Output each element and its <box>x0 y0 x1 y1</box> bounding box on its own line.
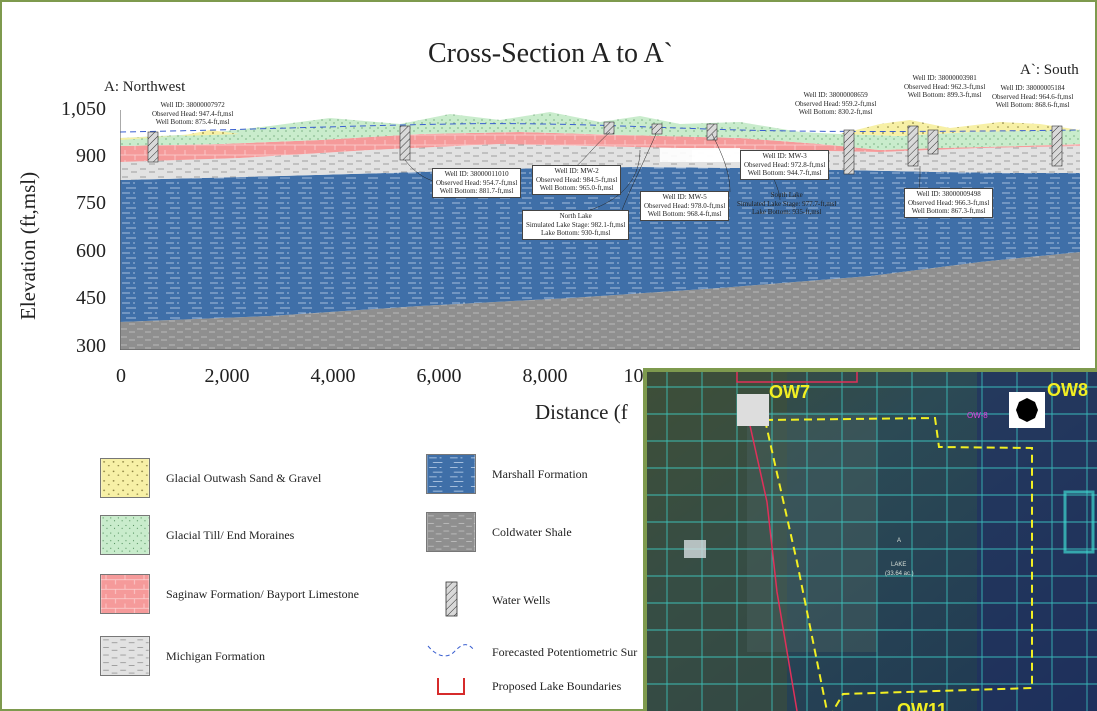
layer-michigan-formation <box>120 144 1080 180</box>
legend-label: Proposed Lake Boundaries <box>492 678 622 693</box>
legend-label: Coldwater Shale <box>492 524 572 539</box>
legend-label: Michigan Formation <box>166 648 265 663</box>
legend-swatch-wells <box>445 581 458 617</box>
legend-label: Saginaw Formation/ Bayport Limestone <box>166 586 359 601</box>
legend-label: Marshall Formation <box>492 466 588 481</box>
legend-swatch-coldwater <box>426 512 476 552</box>
legend-item-till: Glacial Till/ End Moraines <box>100 515 294 555</box>
water-well <box>927 129 939 155</box>
y-axis-title: Elevation (ft,msl) <box>16 171 40 320</box>
legend-label: Water Wells <box>492 592 551 607</box>
legend-item-wells: Water Wells <box>426 580 550 620</box>
legend-item-michigan: Michigan Formation <box>100 636 265 676</box>
water-well <box>651 123 663 135</box>
layer-saginaw-formation <box>120 132 1080 162</box>
legend-swatch-outwash <box>100 458 150 498</box>
water-well <box>843 129 855 175</box>
water-well <box>147 131 159 163</box>
legend-swatch-till <box>100 515 150 555</box>
y-tick: 750 <box>76 192 106 214</box>
legend-label: Glacial Till/ End Moraines <box>166 527 295 542</box>
ow7-marker <box>737 394 769 426</box>
x-tick: 4,000 <box>310 365 356 387</box>
layer-coldwater-shale <box>120 252 1080 350</box>
legend-item-outwash: Glacial Outwash Sand & Gravel <box>100 458 321 498</box>
legend-item-coldwater: Coldwater Shale <box>426 512 572 552</box>
legend-swatch-potentiometric <box>427 644 475 657</box>
x-tick: 6,000 <box>416 365 462 387</box>
legend-item-potentiometric: Forecasted Potentiometric Sur <box>426 632 637 672</box>
lake-area-label: (33.64 ac.) <box>885 571 914 577</box>
lake-label: LAKE <box>891 562 906 568</box>
legend-swatch-saginaw <box>100 574 150 614</box>
corner-label-northwest: A: Northwest <box>104 79 186 95</box>
legend-item-lake: Proposed Lake Boundaries <box>426 666 621 706</box>
y-tick: 600 <box>76 240 106 262</box>
y-tick: 1,050 <box>61 98 106 120</box>
water-well <box>603 121 615 135</box>
ow7-label: OW7 <box>769 382 811 402</box>
layer-glacial-till <box>120 112 1080 150</box>
legend-label: Forecasted Potentiometric Sur <box>492 644 638 659</box>
x-tick: 8,000 <box>522 365 568 387</box>
y-tick: 900 <box>76 145 106 167</box>
legend-swatch-michigan <box>100 636 150 676</box>
legend-item-saginaw: Saginaw Formation/ Bayport Limestone <box>100 574 359 614</box>
ow11-label: OW11 <box>897 700 948 711</box>
legend-swatch-marshall <box>426 454 476 494</box>
x-tick: 2,000 <box>204 365 250 387</box>
water-well <box>706 123 718 141</box>
cross-section-plot <box>120 110 1080 350</box>
y-tick: 450 <box>76 287 106 309</box>
water-well <box>399 125 411 161</box>
water-well <box>907 125 919 167</box>
legend-item-marshall: Marshall Formation <box>426 454 588 494</box>
x-axis-title: Distance (f <box>535 400 628 424</box>
corner-label-south: A`: South <box>1020 62 1079 78</box>
legend-swatch-lake <box>437 678 465 695</box>
potentiometric-surface-line <box>120 123 1080 133</box>
map-graphic: OW-8 A LAKE (33.64 ac.) <box>647 372 1097 711</box>
x-tick: 0 <box>116 365 126 387</box>
legend-label: Glacial Outwash Sand & Gravel <box>166 470 322 485</box>
well-tag: OW-8 <box>967 411 988 420</box>
ow8-label: OW8 <box>1047 380 1089 400</box>
layer-glacial-outwash <box>840 120 1080 136</box>
site-map-inset: OW-8 A LAKE (33.64 ac.) OW7 OW8 OW11 <box>643 368 1097 711</box>
figure-title: Cross-Section A to A` <box>427 38 673 69</box>
marker-a: A <box>897 538 901 544</box>
layer-marshall-formation <box>120 167 1080 322</box>
water-well <box>1051 125 1063 167</box>
y-tick: 300 <box>76 335 106 357</box>
